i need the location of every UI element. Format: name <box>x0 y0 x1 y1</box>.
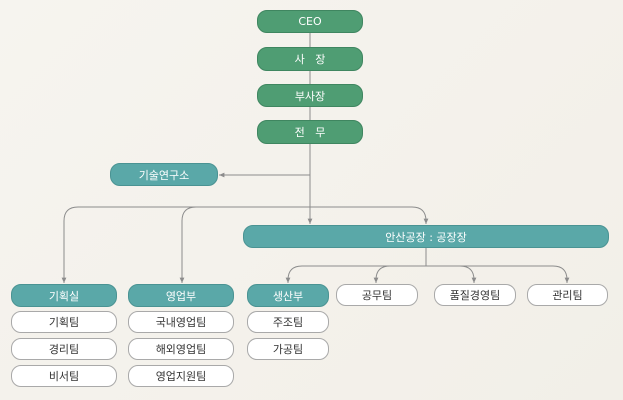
team-sales-support-label: 영업지원팀 <box>155 370 207 383</box>
team-accounting: 경리팀 <box>11 338 117 360</box>
team-planning-label: 기획팀 <box>48 316 80 329</box>
research-lab-box: 기술연구소 <box>110 163 218 186</box>
managing-director-label: 전 무 <box>294 126 326 139</box>
team-planning: 기획팀 <box>11 311 117 333</box>
team-administration: 관리팀 <box>527 284 608 306</box>
team-secretary-label: 비서팀 <box>48 370 80 383</box>
factory-box: 안산공장 : 공장장 <box>243 225 609 248</box>
team-quality-management-label: 품질경영팀 <box>449 289 501 302</box>
connector-quality <box>426 265 477 283</box>
team-sales-support: 영업지원팀 <box>128 365 234 387</box>
production-dept-box: 생산부 <box>247 284 329 307</box>
team-domestic-sales: 국내영업팀 <box>128 311 234 333</box>
team-casting-label: 주조팀 <box>272 316 304 329</box>
team-engineering-label: 공무팀 <box>361 289 393 302</box>
team-casting: 주조팀 <box>247 311 329 333</box>
managing-director-box: 전 무 <box>257 120 363 144</box>
planning-office-box: 기획실 <box>11 284 117 307</box>
president-label: 사 장 <box>294 53 326 66</box>
ceo-box: CEO <box>257 10 363 33</box>
sales-dept-box: 영업부 <box>128 284 234 307</box>
team-domestic-sales-label: 국내영업팀 <box>155 316 207 329</box>
team-quality-management: 품질경영팀 <box>434 284 516 306</box>
connector-sales <box>179 206 310 283</box>
vice-president-label: 부사장 <box>294 89 326 103</box>
team-machining-label: 가공팀 <box>272 343 304 356</box>
team-overseas-sales-label: 해외영업팀 <box>155 343 207 356</box>
president-box: 사 장 <box>257 47 363 71</box>
connector-factory-right <box>310 206 429 224</box>
planning-office-label: 기획실 <box>48 289 80 303</box>
connector-admin <box>426 265 570 283</box>
team-administration-label: 관리팀 <box>552 289 583 302</box>
team-accounting-label: 경리팀 <box>48 343 80 356</box>
connector-production <box>285 265 426 283</box>
research-lab-label: 기술연구소 <box>138 168 190 182</box>
vice-president-box: 부사장 <box>257 84 363 107</box>
team-overseas-sales: 해외영업팀 <box>128 338 234 360</box>
sales-dept-label: 영업부 <box>165 289 197 303</box>
team-secretary: 비서팀 <box>11 365 117 387</box>
production-dept-label: 생산부 <box>272 289 304 303</box>
team-machining: 가공팀 <box>247 338 329 360</box>
factory-label: 안산공장 : 공장장 <box>385 230 467 244</box>
team-engineering: 공무팀 <box>336 284 418 306</box>
ceo-label: CEO <box>298 15 322 28</box>
connector-engineering <box>373 265 426 283</box>
connector-planning <box>61 206 310 283</box>
